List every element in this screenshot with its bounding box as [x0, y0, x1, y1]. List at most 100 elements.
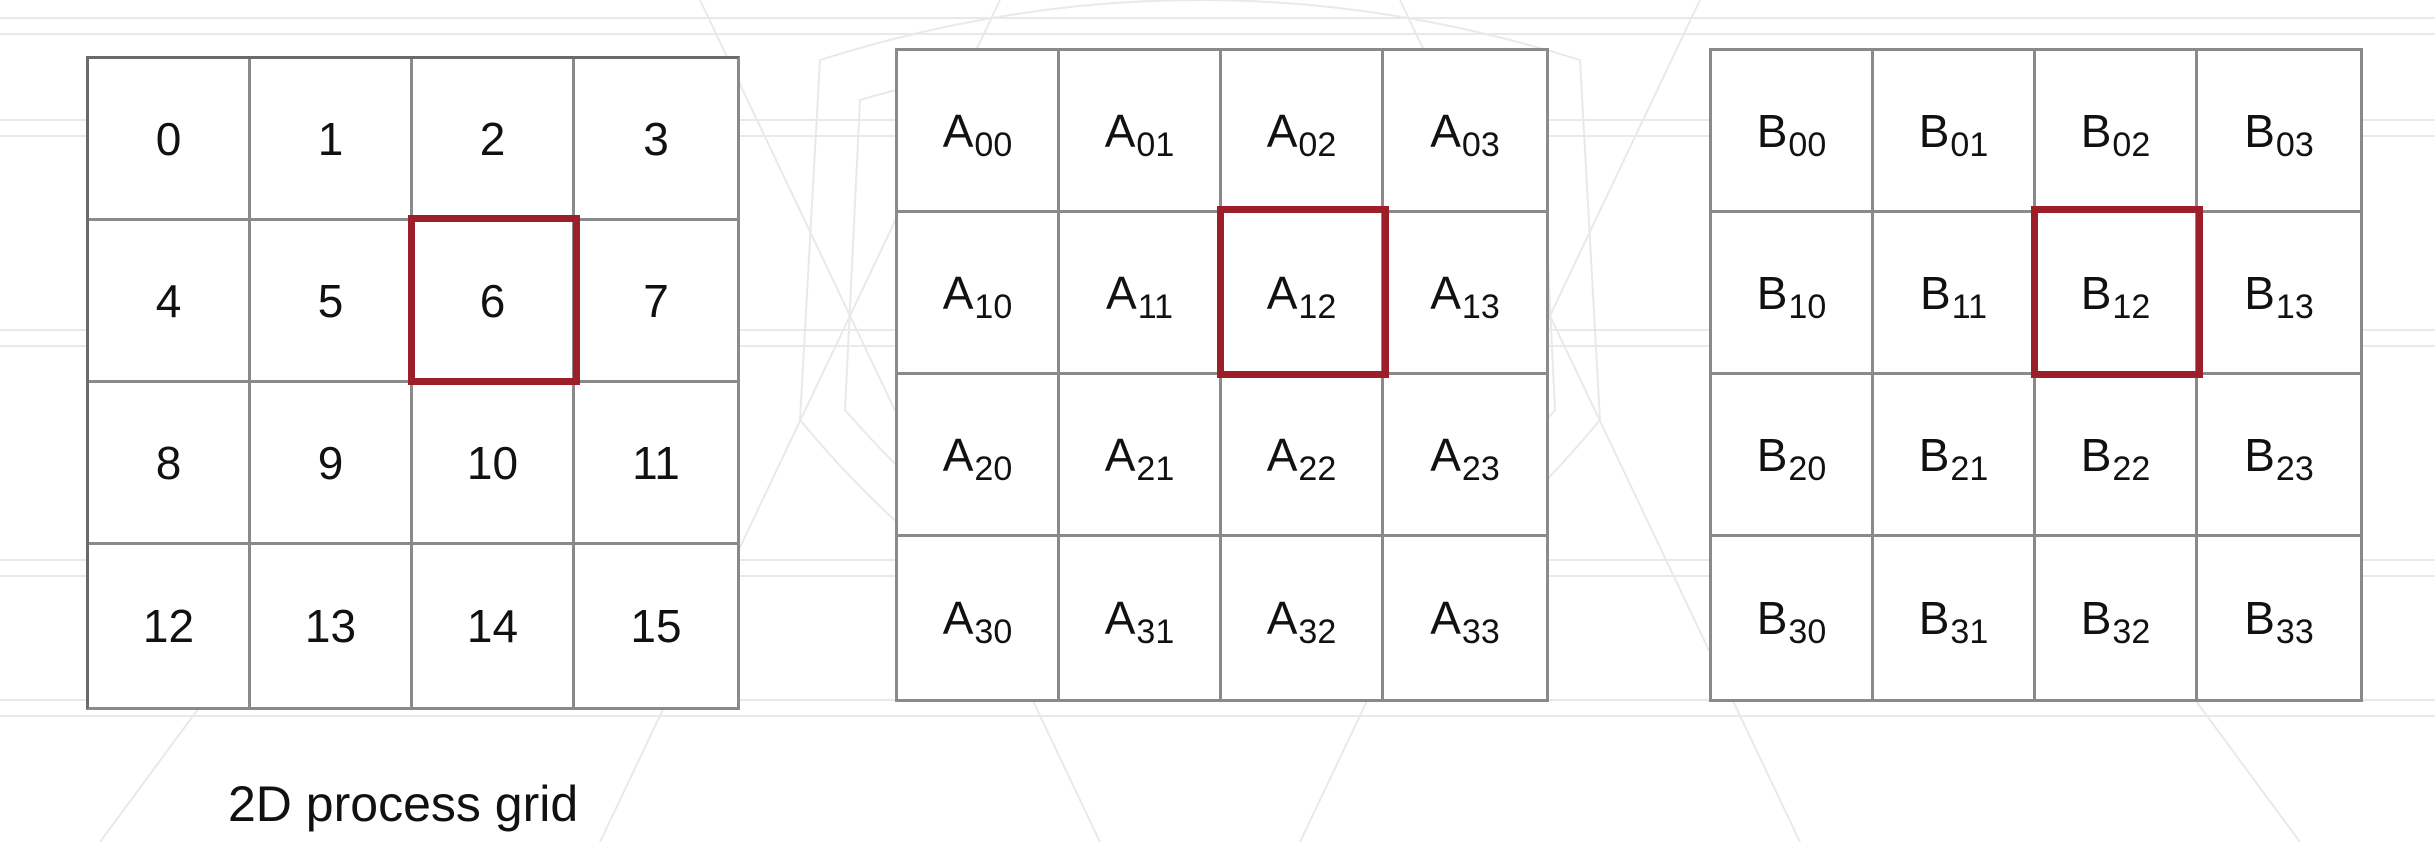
process-grid-cell-0-2: 2 — [413, 59, 575, 221]
matrix-b-cell-letter: B — [1756, 428, 1788, 481]
matrix-a-cell-subscript: 20 — [974, 449, 1013, 488]
matrix-b-cell-letter: B — [2080, 266, 2112, 319]
matrix-b-cell-subscript: 30 — [1788, 613, 1827, 651]
matrix-a-cell-letter: A — [1266, 428, 1298, 481]
matrix-a-cell-subscript: 33 — [1461, 613, 1500, 651]
matrix-a-cell-subscript: 31 — [1136, 613, 1175, 651]
process-grid-cell-2-0: 8 — [89, 383, 251, 545]
matrix-b-cell-subscript: 32 — [2112, 613, 2151, 651]
matrix-a-cell-subscript: 13 — [1461, 287, 1500, 326]
process-grid-cell-label: 13 — [304, 600, 357, 652]
process-grid-cell-label: 1 — [317, 112, 344, 165]
process-grid-cell-label: 4 — [155, 274, 182, 327]
process-grid-caption: 2D process grid — [228, 776, 579, 832]
matrix-b-cell-subscript: 22 — [2112, 449, 2151, 488]
matrix-a-cell-subscript: 03 — [1461, 125, 1500, 164]
matrix-a-cell-subscript: 32 — [1298, 613, 1337, 651]
matrix-b-cell-letter: B — [1756, 266, 1788, 319]
matrix-a-cell-subscript: 00 — [974, 125, 1013, 164]
process-grid-cell-0-3: 3 — [575, 59, 737, 221]
matrix-a-cell-subscript: 30 — [974, 613, 1013, 651]
process-grid-cell-1-2: 6 — [413, 221, 575, 383]
process-grid-cell-3-0: 12 — [89, 545, 251, 707]
matrix-b-cell-subscript: 20 — [1788, 449, 1827, 488]
matrix-b-cell-subscript: 02 — [2112, 125, 2151, 164]
matrix-b-cell-letter: B — [2080, 428, 2112, 481]
process-grid-cell-0-1: 1 — [251, 59, 413, 221]
matrix-a-cell-letter: A — [1430, 266, 1461, 319]
process-grid-cell-1-0: 4 — [89, 221, 251, 383]
matrix-a-cell-letter: A — [1266, 266, 1298, 319]
process-grid-cell-label: 9 — [317, 436, 344, 489]
matrix-b-cell-subscript: 12 — [2112, 287, 2151, 326]
matrix-b-cell-letter: B — [2244, 428, 2275, 481]
matrix-b-cell-letter: B — [1756, 592, 1788, 644]
matrix-b-cell-letter: B — [1756, 104, 1788, 157]
matrix-a-cell-subscript: 02 — [1298, 125, 1337, 164]
matrix-a-cell-subscript: 21 — [1136, 449, 1175, 488]
matrix-a-cell-subscript: 10 — [974, 287, 1013, 326]
process-grid-cell-3-2: 14 — [413, 545, 575, 707]
matrix-a-cell-letter: A — [1430, 428, 1461, 481]
process-grid-cell-1-1: 5 — [251, 221, 413, 383]
process-grid-cell-label: 11 — [632, 436, 680, 489]
matrix-b-cell-letter: B — [1918, 428, 1950, 481]
process-grid-cell-2-2: 10 — [413, 383, 575, 545]
matrix-a-cell-letter: A — [1266, 592, 1298, 644]
matrix-a-cell-letter: A — [1430, 104, 1461, 157]
process-grid-cell-label: 8 — [155, 436, 182, 489]
matrix-b-cell-subscript: 23 — [2275, 449, 2314, 488]
process-grid-cell-label: 5 — [317, 274, 344, 327]
matrix-b-cell-subscript: 11 — [1951, 287, 1987, 326]
matrix-a-cell-letter: A — [942, 428, 974, 481]
matrix-b-cell-letter: B — [2244, 592, 2275, 644]
process-grid-cell-2-1: 9 — [251, 383, 413, 545]
matrix-a-cell-subscript: 12 — [1298, 287, 1337, 326]
matrix-a-cell-letter: A — [1104, 592, 1136, 644]
matrix-b-cell-subscript: 03 — [2275, 125, 2314, 164]
matrix-b-cell-subscript: 33 — [2275, 613, 2314, 651]
process-grid-cell-0-0: 0 — [89, 59, 251, 221]
matrix-a-cell-letter: A — [1106, 266, 1137, 319]
matrix-a-cell-letter: A — [942, 592, 974, 644]
process-grid-cell-label: 3 — [643, 112, 669, 165]
matrix-a-cell-letter: A — [942, 266, 974, 319]
process-grid-cell-label: 7 — [643, 274, 669, 327]
process-grid-cell-label: 6 — [479, 274, 506, 327]
matrix-b-cell-letter: B — [1918, 592, 1950, 644]
matrix-a-cell-letter: A — [1430, 592, 1461, 644]
matrix-a-cell-letter: A — [1266, 104, 1298, 157]
matrix-a-cell-letter: A — [1104, 428, 1136, 481]
matrix-b-cell-letter: B — [2244, 266, 2275, 319]
process-grid-cell-label: 14 — [466, 600, 519, 652]
matrix-b-cell-subscript: 00 — [1788, 125, 1827, 164]
matrix-b-cell-letter: B — [2244, 104, 2275, 157]
